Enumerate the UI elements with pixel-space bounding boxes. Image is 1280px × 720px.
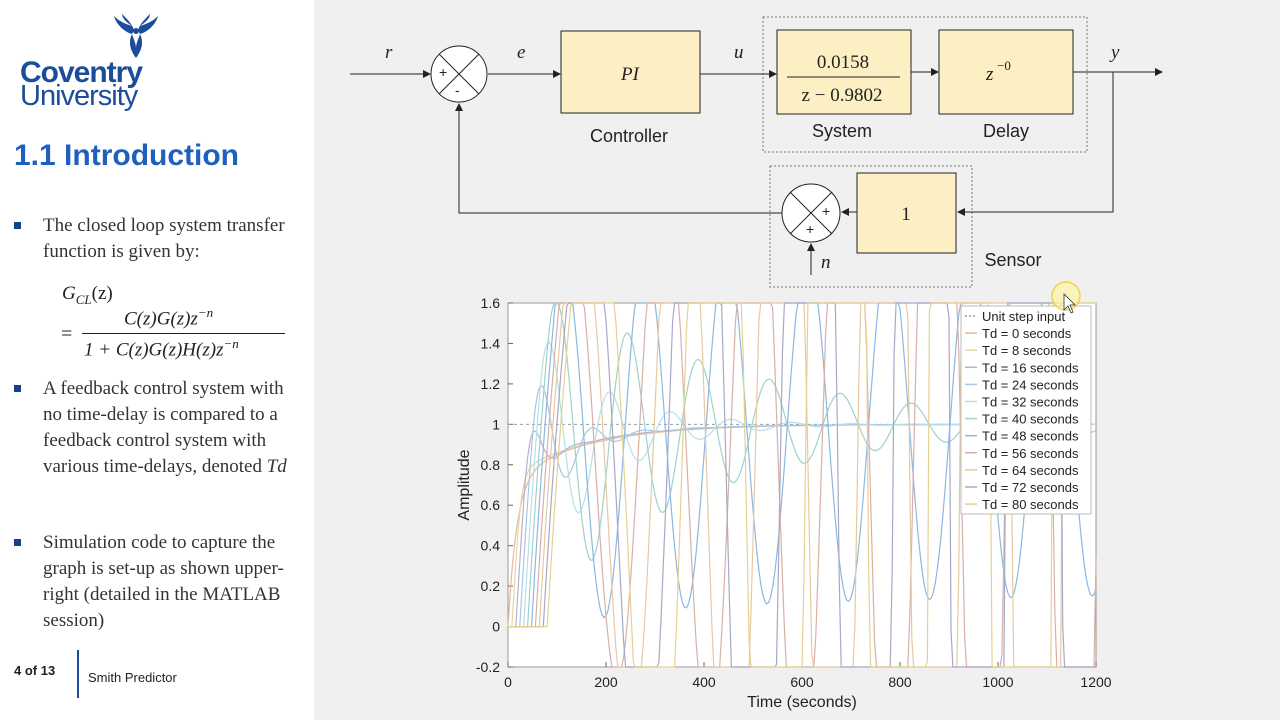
footer-title: Smith Predictor [88,670,177,685]
delay-label: Delay [983,121,1029,141]
x-axis-ticks: 0 200 400 600 800 1000 1200 [504,662,1112,690]
legend-entry: Td = 32 seconds [982,395,1079,410]
x-tick-label: 400 [692,674,716,690]
legend-entry: Td = 40 seconds [982,412,1079,427]
plant-group-box [762,16,1088,153]
logo-text-university: University [20,80,138,112]
legend-box [960,305,1092,515]
x-tick-label: 200 [594,674,618,690]
label-e: e [517,42,525,63]
formula-numerator: C(z)G(z)z−n [124,305,214,330]
bullet-comparison: A feedback control system with no time-d… [43,378,287,477]
controller-block-text: PI [620,64,641,85]
block-diagram-labels: r e u y n + - + + PI Controller 0.0158 z… [385,42,1120,273]
system-label: System [812,121,872,141]
figure-canvas: r e u y n + - + + PI Controller 0.0158 z… [350,16,1163,711]
slide-text-panel: Coventry University 1.1 Introduction The… [0,0,314,720]
y-tick-label: 0.4 [481,538,501,554]
sensor-block [856,172,957,254]
delay-block-exponent: −0 [997,58,1011,73]
x-tick-label: 1200 [1080,674,1111,690]
phoenix-logo-icon [114,14,158,58]
slide-figure-panel: r e u y n + - + + PI Controller 0.0158 z… [314,0,1280,720]
chart-legend: Unit step input Td = 0 seconds Td = 8 seco… [960,305,1092,515]
x-axis-label: Time (seconds) [747,694,857,711]
sum1-plus: + [439,64,447,80]
y-tick-label: 1.6 [481,295,501,311]
sum2-plus-right: + [822,203,830,219]
legend-entry: Td = 48 seconds [982,429,1079,444]
legend-entry: Td = 16 seconds [982,360,1079,375]
sum2-plus-bottom: + [806,221,814,237]
bullet-transfer-function: The closed loop system transfer function… [43,215,285,262]
sensor-label: Sensor [984,250,1041,270]
system-denominator: z − 0.9802 [802,85,883,106]
formula-lhs: GCL(z) [62,283,113,307]
response-curve [508,302,1096,668]
y-tick-label: 0 [492,619,500,635]
bullet-marker [14,222,21,229]
label-y: y [1109,42,1120,63]
formula-equals: = [61,323,73,345]
td-symbol: Td [266,456,287,477]
label-r: r [385,42,393,63]
formula-denominator: 1 + C(z)G(z)H(z)z−n [84,336,239,361]
logo-text-coventry: Coventry [20,56,143,89]
controller-label: Controller [590,126,668,146]
label-n: n [821,252,831,273]
y-axis-ticks: -0.2 0 0.2 0.4 0.6 0.8 1 1.2 1.4 1.6 [476,295,513,675]
bullet-marker [14,385,21,392]
legend-entry: Td = 8 seconds [982,343,1072,358]
legend-entry: Td = 24 seconds [982,377,1079,392]
legend-entry: Td = 80 seconds [982,497,1079,512]
sum1-minus: - [455,82,460,98]
delay-block [938,29,1074,115]
x-tick-label: 1000 [982,674,1013,690]
y-tick-label: 1 [492,416,500,432]
sum1-cross-b [438,53,480,95]
delay-block-text: z [985,64,994,85]
legend-entry: Td = 56 seconds [982,446,1079,461]
legend-entry: Td = 64 seconds [982,463,1079,478]
y-tick-label: -0.2 [476,659,500,675]
y-tick-label: 0.6 [481,497,501,513]
sensor-group-box [769,165,973,288]
x-tick-label: 0 [504,674,512,690]
controller-block [560,30,701,114]
feedback-path-y [957,72,1114,216]
y-tick-label: 1.4 [481,335,501,351]
legend-entry: Td = 0 seconds [982,326,1072,341]
system-block [776,29,912,115]
block-diagram [350,16,1163,288]
x-tick-label: 800 [888,674,912,690]
legend-entry: Unit step input [982,309,1065,324]
sensor-block-text: 1 [901,204,911,225]
system-numerator: 0.0158 [817,52,869,73]
legend-entry: Td = 72 seconds [982,480,1079,495]
formula-fraction-bar [82,333,285,334]
mouse-pointer-icon [1063,293,1076,314]
y-tick-label: 1.2 [481,376,501,392]
feedback-path-return [455,103,782,214]
page-number: 4 of 13 [14,663,56,678]
sum2-cross-b [789,191,833,235]
slide-title: 1.1 Introduction [14,139,239,172]
y-tick-label: 0.2 [481,578,501,594]
footer-divider [77,650,79,698]
x-tick-label: 600 [790,674,814,690]
bullet-marker [14,539,21,546]
y-axis-label: Amplitude [456,449,473,520]
bullet-simulation: Simulation code to capture the graph is … [43,532,284,631]
label-u: u [734,42,744,63]
y-tick-label: 0.8 [481,457,501,473]
